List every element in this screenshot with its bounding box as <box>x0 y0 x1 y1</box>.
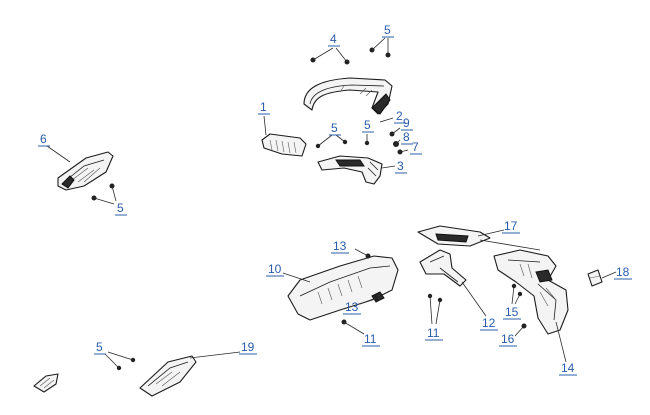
callout-7: 7 <box>412 140 419 154</box>
callout-2: 2 <box>396 109 403 123</box>
callout-8: 8 <box>403 130 410 144</box>
callout-9: 9 <box>403 116 410 130</box>
callout-11-right: 11 <box>427 326 440 340</box>
callout-1: 1 <box>260 100 267 114</box>
part-tail-lens[interactable] <box>261 133 307 157</box>
callout-17: 17 <box>504 219 518 233</box>
part-side-panel-right[interactable] <box>139 355 197 397</box>
callout-11-left: 11 <box>364 332 377 346</box>
callout-5-mid-left: 5 <box>331 121 338 135</box>
callout-19: 19 <box>241 340 255 354</box>
part-inner-fender[interactable] <box>493 249 569 335</box>
callout-10: 10 <box>268 262 282 276</box>
callout-3: 3 <box>397 159 404 173</box>
part-reflector[interactable] <box>587 269 603 287</box>
callout-5-left: 5 <box>117 201 124 215</box>
callout-numbers: 1 2 3 4 5 5 5 5 5 6 7 8 9 10 11 11 12 13 <box>38 23 632 376</box>
part-carrier-plate[interactable] <box>417 225 491 247</box>
callout-12: 12 <box>482 316 496 330</box>
callout-18: 18 <box>616 265 630 279</box>
callout-16: 16 <box>501 332 515 346</box>
part-license-bracket[interactable] <box>419 249 467 287</box>
leader-lines <box>46 37 617 369</box>
part-tail-bracket[interactable] <box>317 155 383 185</box>
callout-15: 15 <box>505 305 519 319</box>
callout-6: 6 <box>40 132 47 146</box>
callout-13-top: 13 <box>333 239 347 253</box>
callout-14: 14 <box>561 361 575 375</box>
part-corner-clip <box>33 373 59 393</box>
part-side-cover-left[interactable] <box>57 151 114 191</box>
callout-13-bottom: 13 <box>345 300 359 314</box>
callout-5-top: 5 <box>384 23 391 37</box>
part-grab-handle[interactable] <box>303 77 393 115</box>
callout-4: 4 <box>330 32 337 46</box>
callout-5-bottom: 5 <box>96 340 103 354</box>
callout-5-mid-right: 5 <box>364 118 371 132</box>
part-rear-fender[interactable] <box>287 255 399 321</box>
